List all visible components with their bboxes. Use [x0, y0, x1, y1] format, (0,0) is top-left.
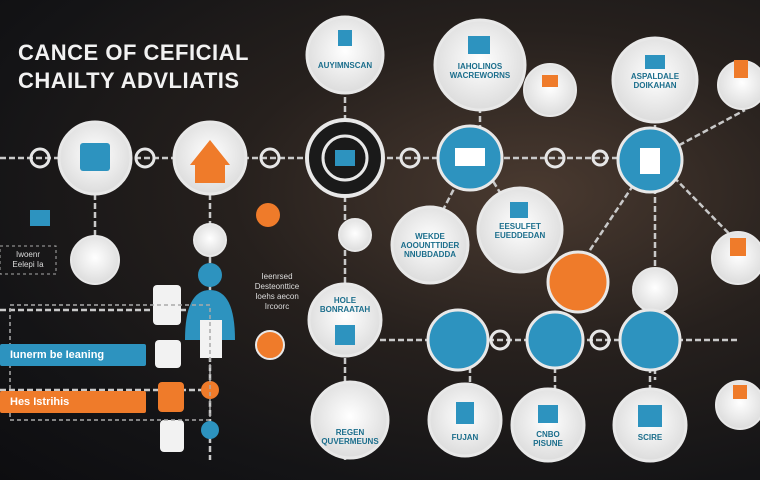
diagram-title-line1: CANCE OF CEFICIAL [18, 40, 249, 65]
node-bot-3-label: CNBO PISUNE [533, 430, 563, 448]
middle-nodes [70, 186, 760, 314]
top-label-nodes [305, 15, 760, 124]
node-top-2-label: IAHOLINOS WACREWORNS [449, 62, 511, 80]
side-devices [0, 210, 211, 452]
node-bot-2-label: FUJAN [451, 433, 479, 442]
top-row-nodes [57, 118, 684, 198]
node-top-1-label: AUYIMNSCAN [317, 61, 373, 70]
node-mid-1-label: WEKDE AOOUNTTIDER NNUBDADDA [400, 232, 460, 259]
diagram-title-line2: CHAILTY ADVLIATIS [18, 68, 240, 93]
node-bot-1-label: REGEN QUVERMEUNS [321, 428, 379, 446]
badge-history: Hes Istrihis [0, 391, 146, 413]
note-left: Iwoenr Eelepi Ia [12, 250, 44, 269]
lower-nodes [201, 282, 760, 439]
node-low-1-label: HOLE BONRAATAH [319, 296, 371, 314]
bottom-row-nodes [310, 380, 688, 463]
node-top-3-label: ASPALDALE DOIKAHAN [630, 72, 680, 90]
chain-rings [29, 147, 611, 351]
node-mid-2-label: EESULFET EUEDDEDAN [494, 222, 546, 240]
node-bot-4-label: SCIRE [637, 433, 663, 442]
badge-learning: Iunerm be Ieaning [0, 344, 146, 366]
note-center: Ieenrsed Desteonttice Ioehs aecon Ircoor… [254, 272, 300, 311]
